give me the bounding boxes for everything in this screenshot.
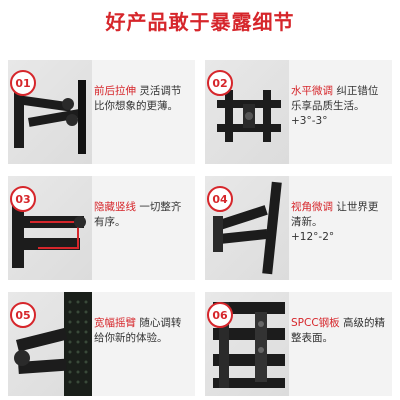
feature-text: 让世界更清新。 (291, 201, 379, 228)
feature-highlight: SPCC钢板 (291, 317, 340, 329)
tv-mount-arm-icon (14, 78, 86, 154)
feature-card-01: 01 前后拉伸 灵活调节比你想象的更薄。 (8, 60, 195, 164)
feature-caption: 宽幅摇臂 随心调转给你新的体验。 (94, 316, 190, 346)
steel-bracket-icon (213, 302, 285, 388)
feature-number-badge: 01 (10, 70, 36, 96)
feature-number-badge: 05 (10, 302, 36, 328)
feature-text: 随心调转给你新的体验。 (94, 317, 182, 344)
product-image-tilt: 04 (205, 176, 289, 280)
feature-highlight: 宽幅摇臂 (94, 317, 136, 329)
feature-text: 灵活调节比你想象的更薄。 (94, 85, 182, 112)
feature-angle: +12°-2° (291, 231, 335, 243)
feature-number-badge: 03 (10, 186, 36, 212)
feature-card-06: 06 SPCC钢板 高级的精整表面。 (205, 292, 392, 396)
feature-caption: 隐藏竖线 一切整齐有序。 (94, 200, 190, 230)
feature-grid: 01 前后拉伸 灵活调节比你想象的更薄。 02 水平微调 纠正错位乐享品质生活。… (8, 60, 392, 396)
feature-caption: 水平微调 纠正错位乐享品质生活。 +3°-3° (291, 84, 387, 129)
product-image-leveling: 02 (205, 60, 289, 164)
feature-number-badge: 02 (207, 70, 233, 96)
feature-caption: 前后拉伸 灵活调节比你想象的更薄。 (94, 84, 190, 114)
product-image-extension: 01 (8, 60, 92, 164)
feature-caption: 视角微调 让世界更清新。 +12°-2° (291, 200, 387, 245)
cable-management-icon (12, 202, 86, 268)
product-image-cable: 03 (8, 176, 92, 280)
feature-card-05: 05 宽幅摇臂 随心调转给你新的体验。 (8, 292, 195, 396)
tv-mount-plate-icon (217, 90, 281, 142)
feature-caption: SPCC钢板 高级的精整表面。 (291, 316, 387, 346)
feature-highlight: 视角微调 (291, 201, 333, 213)
feature-text: 纠正错位乐享品质生活。 (291, 85, 379, 112)
feature-number-badge: 06 (207, 302, 233, 328)
feature-text: 高级的精整表面。 (291, 317, 386, 344)
feature-angle: +3°-3° (291, 115, 328, 127)
header: 好产品敢于暴露细节 (0, 0, 400, 40)
product-image-swing-arm: 05 (8, 292, 92, 396)
feature-highlight: 前后拉伸 (94, 85, 136, 97)
feature-highlight: 水平微调 (291, 85, 333, 97)
feature-text: 一切整齐有序。 (94, 201, 182, 228)
tilt-mount-icon (213, 181, 282, 275)
feature-card-03: 03 隐藏竖线 一切整齐有序。 (8, 176, 195, 280)
feature-card-04: 04 视角微调 让世界更清新。 +12°-2° (205, 176, 392, 280)
feature-highlight: 隐藏竖线 (94, 201, 136, 213)
swing-arm-icon (14, 292, 92, 396)
feature-number-badge: 04 (207, 186, 233, 212)
product-image-steel: 06 (205, 292, 289, 396)
feature-card-02: 02 水平微调 纠正错位乐享品质生活。 +3°-3° (205, 60, 392, 164)
page-title: 好产品敢于暴露细节 (105, 9, 295, 34)
